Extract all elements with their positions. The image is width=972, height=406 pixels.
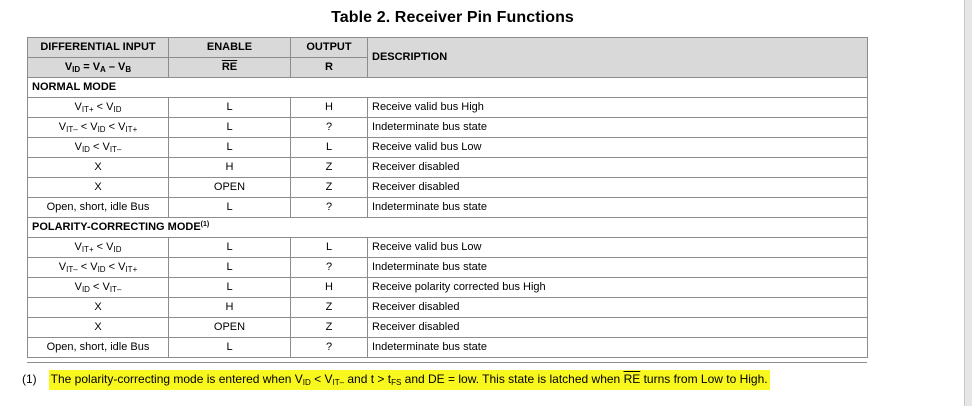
section-row: NORMAL MODE <box>27 77 868 98</box>
cell-output: Z <box>290 177 368 198</box>
table-row: VIT– < VID < VIT+L?Indeterminate bus sta… <box>27 257 868 278</box>
cell-output: H <box>290 277 368 298</box>
table-row: VIT– < VID < VIT+L?Indeterminate bus sta… <box>27 117 868 138</box>
cell-output: L <box>290 237 368 258</box>
table-title: Table 2. Receiver Pin Functions <box>331 9 574 26</box>
header-row-sub: VID = VA – VB RE R <box>27 57 868 78</box>
cell-description: Receiver disabled <box>367 297 868 318</box>
cell-differential-input: X <box>27 297 169 318</box>
cell-enable: L <box>168 237 291 258</box>
cell-differential-input: VID < VIT– <box>27 277 169 298</box>
footnote-ref: (1) <box>200 221 210 228</box>
col-subheader-re: RE <box>168 57 291 78</box>
cell-enable: L <box>168 277 291 298</box>
cell-differential-input: X <box>27 317 169 338</box>
cell-description: Receive valid bus High <box>367 97 868 118</box>
cell-differential-input: Open, short, idle Bus <box>27 337 169 358</box>
col-subheader-r: R <box>290 57 368 78</box>
cell-output: Z <box>290 297 368 318</box>
cell-differential-input: VIT+ < VID <box>27 237 169 258</box>
cell-enable: OPEN <box>168 317 291 338</box>
footnote-number: (1) <box>22 372 37 386</box>
cell-differential-input: VID < VIT– <box>27 137 169 158</box>
table-bottom-rule <box>27 362 867 363</box>
cell-enable: H <box>168 297 291 318</box>
cell-description: Indeterminate bus state <box>367 257 868 278</box>
cell-output: H <box>290 97 368 118</box>
cell-differential-input: VIT+ < VID <box>27 97 169 118</box>
cell-description: Receive valid bus Low <box>367 137 868 158</box>
cell-output: Z <box>290 157 368 178</box>
cell-output: Z <box>290 317 368 338</box>
section-row: POLARITY-CORRECTING MODE(1) <box>27 217 868 238</box>
cell-description: Indeterminate bus state <box>367 197 868 218</box>
footnote-text: The polarity-correcting mode is entered … <box>48 370 770 390</box>
section-label: POLARITY-CORRECTING MODE(1) <box>27 217 868 238</box>
header-row-top: DIFFERENTIAL INPUT ENABLE OUTPUT DESCRIP… <box>27 37 868 78</box>
cell-output: L <box>290 137 368 158</box>
cell-enable: L <box>168 137 291 158</box>
cell-output: ? <box>290 197 368 218</box>
cell-differential-input: VIT– < VID < VIT+ <box>27 117 169 138</box>
cell-description: Receive valid bus Low <box>367 237 868 258</box>
cell-enable: L <box>168 337 291 358</box>
col-subheader-vid: VID = VA – VB <box>27 57 169 78</box>
cell-enable: L <box>168 117 291 138</box>
cell-differential-input: X <box>27 157 169 178</box>
col-header-description: DESCRIPTION <box>367 37 868 78</box>
cell-differential-input: Open, short, idle Bus <box>27 197 169 218</box>
cell-description: Indeterminate bus state <box>367 117 868 138</box>
cell-enable: L <box>168 197 291 218</box>
col-header-enable: ENABLE <box>168 37 291 58</box>
cell-description: Receiver disabled <box>367 157 868 178</box>
cell-differential-input: X <box>27 177 169 198</box>
section-label: NORMAL MODE <box>27 77 868 98</box>
cell-enable: OPEN <box>168 177 291 198</box>
cell-differential-input: VIT– < VID < VIT+ <box>27 257 169 278</box>
cell-enable: L <box>168 257 291 278</box>
cell-output: ? <box>290 337 368 358</box>
cell-enable: L <box>168 97 291 118</box>
cell-description: Receiver disabled <box>367 317 868 338</box>
footnote: (1) The polarity-correcting mode is enter… <box>22 370 770 390</box>
receiver-pin-table: DIFFERENTIAL INPUT ENABLE OUTPUT DESCRIP… <box>27 37 868 358</box>
cell-output: ? <box>290 117 368 138</box>
cell-description: Receiver disabled <box>367 177 868 198</box>
col-header-differential-input: DIFFERENTIAL INPUT <box>27 37 169 58</box>
cell-description: Indeterminate bus state <box>367 337 868 358</box>
cell-description: Receive polarity corrected bus High <box>367 277 868 298</box>
cell-enable: H <box>168 157 291 178</box>
cell-output: ? <box>290 257 368 278</box>
window-edge <box>964 0 972 406</box>
col-header-output: OUTPUT <box>290 37 368 58</box>
